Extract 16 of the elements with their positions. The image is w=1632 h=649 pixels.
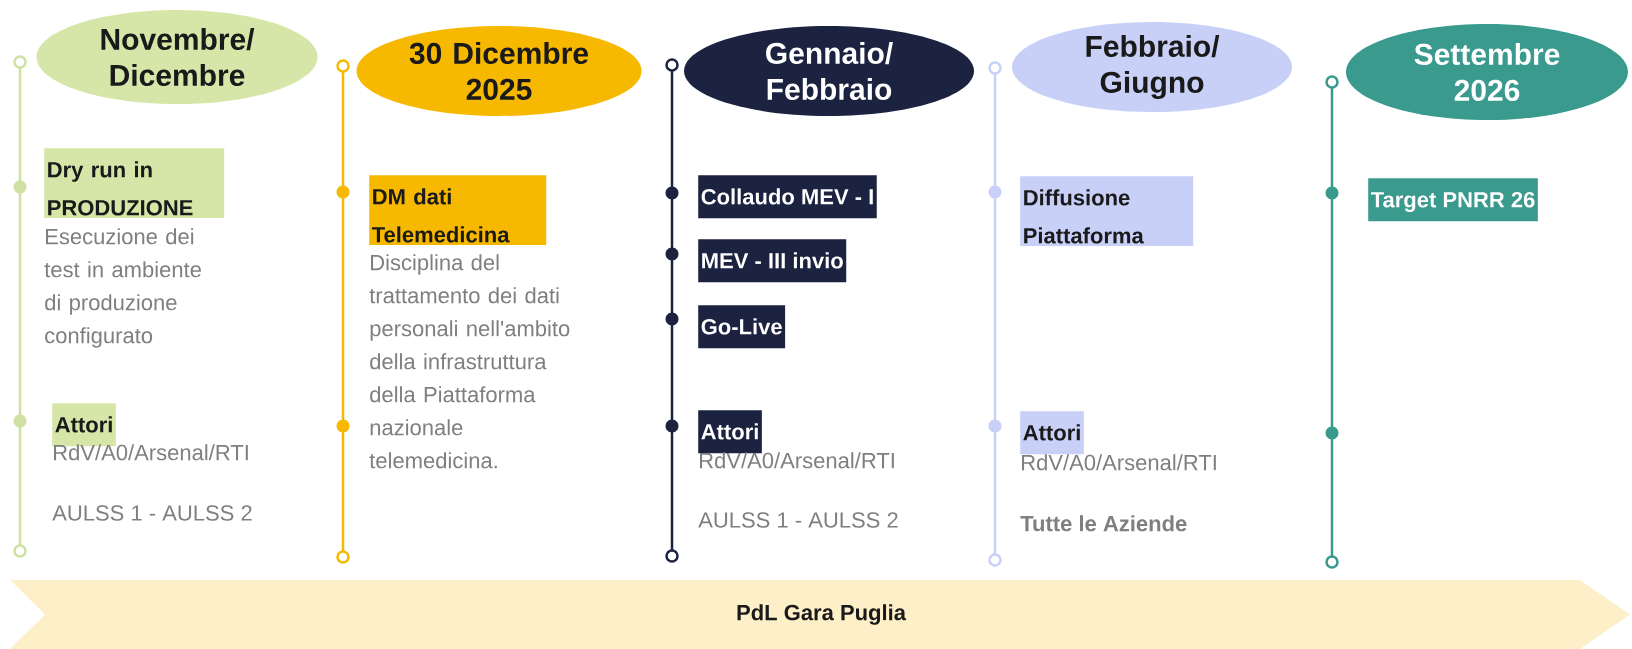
description-text: RdV/A0/Arsenal/RTI (700, 452, 894, 469)
description-text: AULSS 1 - AULSS 2 (52, 505, 252, 521)
highlight-tag: Diffusione Piattaforma (1020, 176, 1194, 246)
highlight-tag: DM dati Telemedicina (369, 175, 547, 245)
highlight-tag: Collaudo MEV - I (698, 175, 877, 219)
highlight-tag: Target PNRR 26 (1368, 178, 1538, 222)
highlight-tag: Attori (1020, 411, 1084, 455)
highlight-tag: Go-Live (698, 305, 786, 349)
description-text: RdV/A0/Arsenal/RTI (54, 444, 248, 461)
description-text: Tutte le Aziende (1020, 515, 1187, 532)
description-text: AULSS 1 - AULSS 2 (698, 512, 898, 528)
highlight-tag: Dry run in PRODUZIONE (44, 148, 225, 218)
description-text: RdV/A0/Arsenal/RTI (1022, 454, 1216, 471)
description-text: Disciplina del trattamento dei dati personali nell'ambito della infrastruttura della Piattaforma nazionale telemedicina. (369, 254, 570, 469)
highlight-tag: MEV - III invio (698, 239, 847, 283)
description-text: Esecuzione dei test in ambiente di produzione configurato (44, 228, 201, 348)
